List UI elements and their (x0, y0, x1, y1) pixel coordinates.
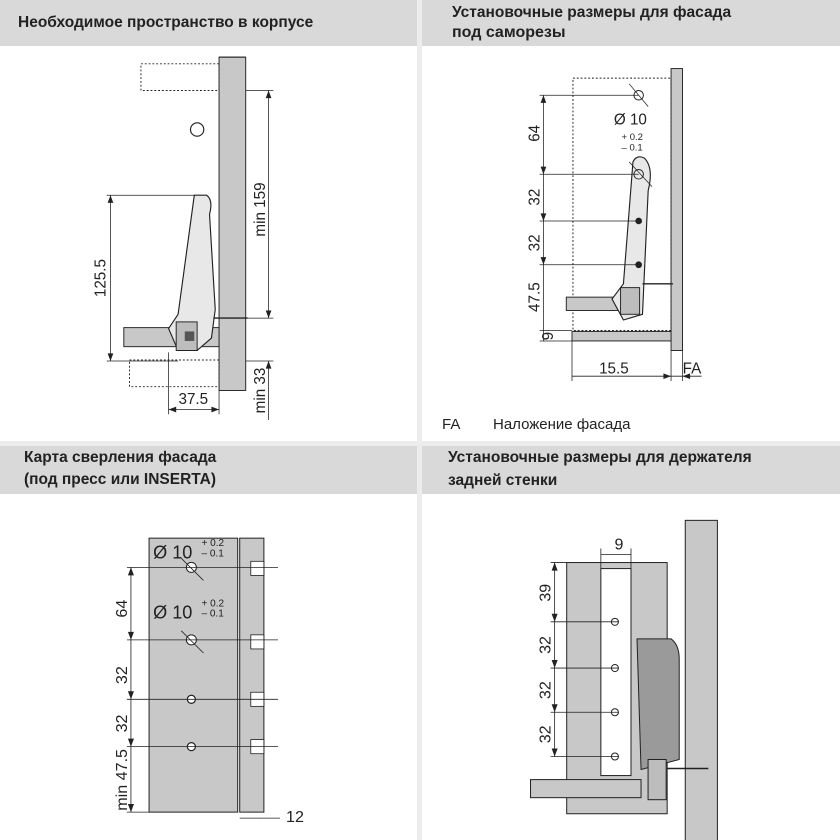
dim-64: 64 (113, 600, 131, 618)
dim-15-5: 15.5 (599, 360, 629, 377)
dim-9: 9 (614, 535, 623, 553)
panel-front-screws: Установочные размеры для фасада под само… (422, 0, 840, 441)
panel-title-line2: (под пресс или INSERTA) (24, 471, 216, 488)
dim-32-c: 32 (537, 725, 555, 743)
front-screws-diagram: 64 32 32 47.5 9 15.5 FA Ø 10 + 0.2 – 0.1 (527, 68, 702, 381)
tol-plus-b: + 0.2 (201, 599, 224, 610)
dim-32-b: 32 (537, 681, 555, 699)
cabinet-space-diagram: 125.5 min 159 min 33 37.5 (93, 56, 274, 420)
title-bold: держателя (669, 449, 752, 466)
dim-min-47-5: min 47.5 (113, 749, 131, 811)
panel-header: Установочные размеры для держателя задне… (422, 446, 840, 494)
dim-fa: FA (683, 360, 702, 377)
panel-title-line2: под саморезы (452, 24, 566, 41)
dim-32-a: 32 (537, 636, 555, 654)
dim-min-33: min 33 (252, 368, 269, 414)
panel-header: Необходимое пространство в корпусе (0, 0, 417, 46)
dim-9: 9 (540, 332, 557, 340)
dim-125-5: 125.5 (93, 259, 110, 297)
dim-32-a: 32 (113, 666, 131, 684)
legend-fa-key: FA (442, 416, 461, 433)
panel-title: Необходимое пространство в корпусе (18, 14, 314, 31)
separator-horizontal (0, 441, 840, 446)
diam-label: Ø 10 (614, 112, 647, 129)
dim-12: 12 (286, 808, 304, 826)
panel-title-line2: задней стенки (448, 472, 558, 489)
dim-37-5: 37.5 (179, 391, 209, 408)
diam-label-b: Ø 10 (153, 603, 192, 623)
tol-plus: + 0.2 (622, 132, 643, 143)
panel-cabinet-space: Необходимое пространство в корпусе (0, 0, 417, 441)
tol-minus-a: – 0.1 (201, 548, 224, 559)
drilling-map-diagram: 64 32 32 min 47.5 12 Ø 10 + 0.2 – 0.1 Ø … (113, 537, 304, 826)
dim-32-a: 32 (527, 189, 544, 206)
tol-minus: – 0.1 (622, 142, 643, 153)
dim-39: 39 (537, 584, 555, 602)
legend-fa-text: Наложение фасада (493, 416, 631, 433)
dim-32-b: 32 (527, 234, 544, 251)
tol-plus-a: + 0.2 (201, 538, 224, 549)
dim-47-5: 47.5 (527, 282, 544, 312)
dim-64: 64 (527, 124, 544, 141)
back-holder-diagram: 9 39 32 32 32 (530, 519, 718, 840)
separator-vertical (417, 0, 422, 840)
tol-minus-b: – 0.1 (201, 609, 224, 620)
panel-title-line1: Карта сверления фасада (24, 449, 217, 466)
dim-32-b: 32 (113, 714, 131, 732)
diam-label-a: Ø 10 (153, 542, 192, 562)
title-normal: Установочные размеры для (448, 449, 669, 466)
panel-back-holder: Установочные размеры для держателя задне… (422, 446, 840, 840)
panel-title-line1: Установочные размеры для держателя (448, 447, 752, 469)
panel-title-line1: Установочные размеры для фасада (452, 4, 732, 21)
panel-header: Карта сверления фасада (под пресс или IN… (0, 446, 417, 494)
dim-min-159: min 159 (252, 182, 269, 236)
panel-drilling-map: Карта сверления фасада (под пресс или IN… (0, 446, 417, 840)
panel-header: Установочные размеры для фасада под само… (422, 0, 840, 46)
